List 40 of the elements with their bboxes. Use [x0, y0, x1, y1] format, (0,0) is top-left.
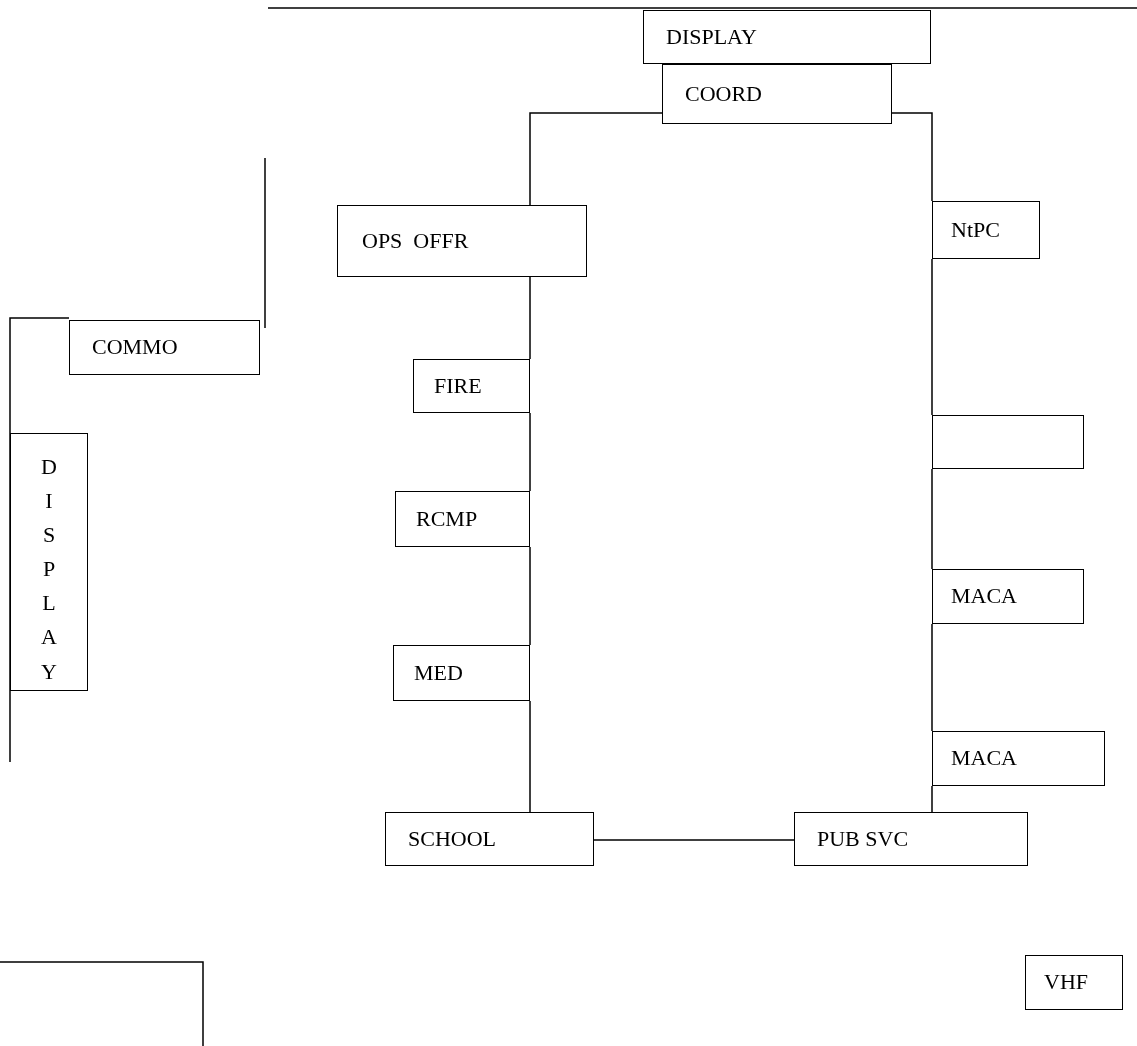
- connector-line: [529, 546, 531, 646]
- room-label: COORD: [685, 80, 762, 108]
- room-label: MACA: [951, 583, 1017, 610]
- room-label: NtPC: [951, 216, 1000, 244]
- room-label: COMMO: [92, 334, 178, 361]
- room-label: PUB SVC: [817, 825, 909, 853]
- room-box: [932, 201, 1040, 259]
- room-label: MACA: [951, 745, 1017, 772]
- room-box: [1025, 955, 1123, 1010]
- room-box: [794, 812, 1028, 866]
- room-box: [643, 10, 931, 64]
- room-box: [337, 205, 587, 277]
- connector-line: [931, 258, 933, 416]
- room-box: [413, 359, 530, 413]
- room-box-vertical: [10, 433, 88, 691]
- room-box: [69, 320, 260, 375]
- room-label: FIRE: [434, 372, 482, 400]
- connector-line: [529, 112, 663, 206]
- room-box: [662, 64, 892, 124]
- connector-line: [931, 785, 933, 813]
- room-box: [932, 415, 1084, 469]
- room-label: VHF: [1044, 969, 1088, 996]
- room-label: DISPLAY: [666, 23, 757, 51]
- connector-line: [529, 412, 531, 492]
- connector-line: [891, 112, 933, 202]
- room-label: RCMP: [416, 505, 478, 533]
- connector-line: [529, 700, 531, 813]
- connector-line: [593, 839, 795, 841]
- connector-line: [529, 276, 531, 360]
- room-label: MED: [414, 659, 463, 687]
- room-box: [932, 731, 1105, 786]
- connector-line: [931, 468, 933, 570]
- room-box: [385, 812, 594, 866]
- room-box: [393, 645, 530, 701]
- room-box: [932, 569, 1084, 624]
- room-label: SCHOOL: [408, 825, 496, 853]
- room-label: OPS OFFR: [362, 227, 469, 255]
- room-label: DISPLAY: [40, 453, 58, 686]
- connector-line: [931, 623, 933, 732]
- room-box: [395, 491, 530, 547]
